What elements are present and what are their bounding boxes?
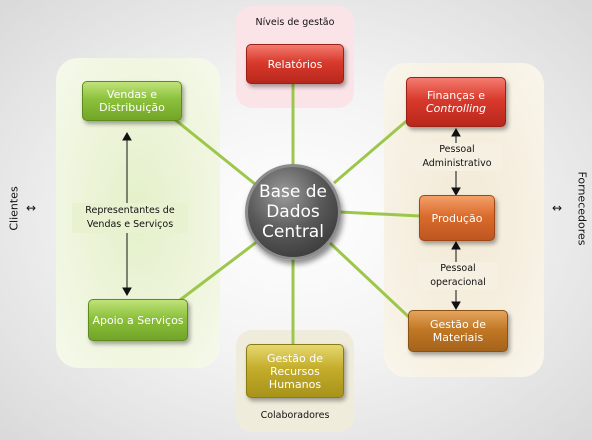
suppliers-double-arrow-icon: ↔ — [552, 201, 563, 215]
sales-distribution-box: Vendas e Distribuição — [82, 81, 182, 121]
operational-staff-line2: operacional — [430, 277, 486, 288]
sales-reps-line2: Vendas e Serviços — [86, 219, 174, 230]
sales-reps-label: Representantes de Vendas e Serviços — [72, 203, 188, 233]
reports-label: Relatórios — [267, 57, 323, 71]
employees-caption: Colaboradores — [260, 410, 330, 421]
clients-label: Clientes — [7, 186, 21, 231]
service-support-box: Apoio a Serviços — [88, 299, 188, 341]
center-line2: Dados — [266, 202, 320, 222]
center-line3: Central — [262, 222, 324, 242]
management-levels-caption: Níveis de gestão — [255, 17, 335, 28]
admin-staff-label: Pessoal Administrativo — [412, 143, 502, 171]
materials-management-box: Gestão de Materiais — [408, 310, 508, 352]
admin-staff-line2: Administrativo — [422, 158, 492, 169]
finance-controlling-box: Finanças e Controlling — [406, 77, 506, 127]
clients-double-arrow-icon: ↔ — [26, 201, 37, 215]
connector-materials — [328, 241, 414, 322]
central-database-circle: Base de Dados Central — [245, 164, 341, 260]
finance-line2: Controlling — [425, 102, 487, 115]
admin-staff-line1: Pessoal — [439, 144, 475, 155]
connector-finance — [333, 116, 411, 185]
hr-line2: Recursos — [270, 364, 320, 378]
production-box: Produção — [419, 195, 495, 241]
hr-line3: Humanos — [268, 377, 322, 391]
center-line1: Base de — [258, 182, 328, 202]
connector-production — [339, 210, 421, 218]
materials-line2: Materiais — [432, 331, 484, 344]
service-support-label: Apoio a Serviços — [92, 313, 184, 327]
suppliers-label: Fornecedores — [575, 171, 589, 246]
connector-service — [179, 239, 259, 302]
operational-staff-label: Pessoal operacional — [418, 262, 498, 290]
operational-staff-line1: Pessoal — [440, 263, 476, 274]
materials-line1: Gestão de — [429, 318, 487, 331]
production-label: Produção — [431, 211, 483, 225]
human-resources-box: Gestão de Recursos Humanos — [246, 344, 344, 398]
finance-line1: Finanças e — [426, 89, 486, 102]
connector-sales — [167, 112, 256, 186]
reports-box: Relatórios — [246, 44, 344, 84]
hr-line1: Gestão de — [266, 351, 324, 365]
sales-reps-line1: Representantes de — [85, 205, 175, 216]
sales-line1: Vendas e — [106, 88, 158, 101]
sales-line2: Distribuição — [99, 101, 165, 114]
